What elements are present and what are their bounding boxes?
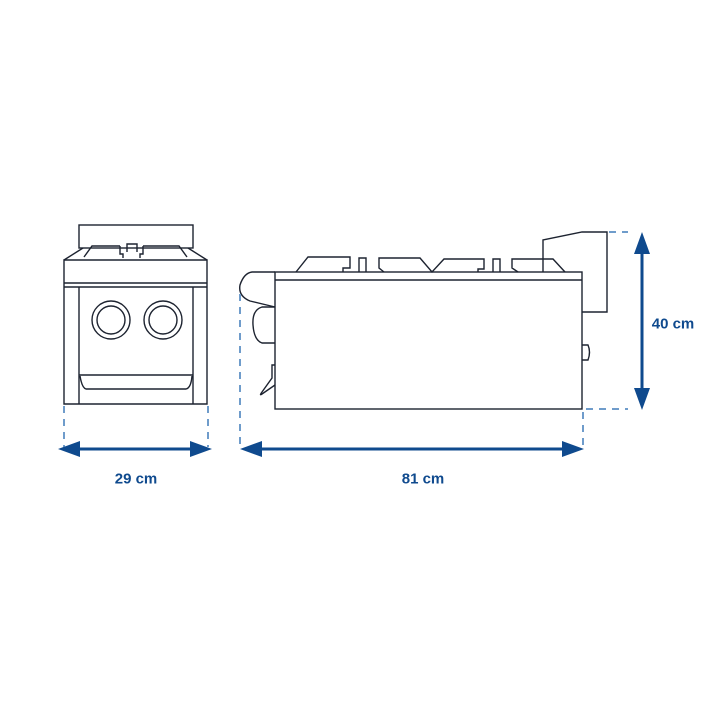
length-dimension (239, 294, 584, 457)
front-view-stove (63, 224, 208, 405)
height-label: 40 cm (651, 315, 695, 333)
height-dimension (586, 231, 650, 410)
knob (91, 300, 131, 340)
side-view-stove (239, 231, 608, 410)
length-label: 81 cm (401, 470, 445, 488)
width-label: 29 cm (114, 470, 158, 488)
width-dimension (58, 406, 212, 457)
knob (143, 300, 183, 340)
